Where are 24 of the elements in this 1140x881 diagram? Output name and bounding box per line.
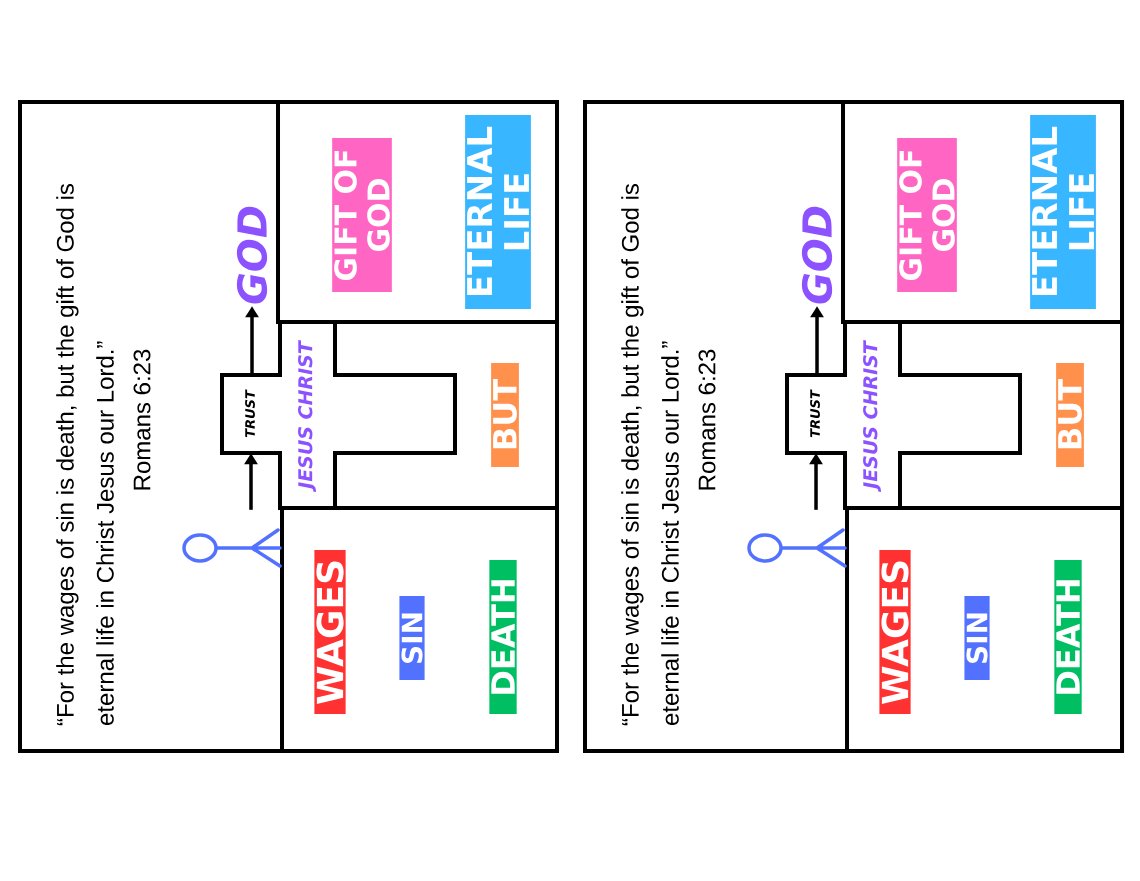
verse-text: “For the wages of sin is death, but the gift of God is eternal life in Christ Jesus our Lord.”: [56, 184, 114, 726]
highlighted-label: SIN: [964, 596, 990, 680]
highlighted-label: DEATH: [489, 560, 517, 714]
highlighted-label: ETERNAL LIFE: [465, 115, 531, 309]
highlighted-label: GIFT OF GOD: [897, 138, 957, 292]
highlighted-label: ETERNAL LIFE: [1030, 115, 1096, 309]
trust-label: TRUST: [245, 389, 255, 438]
highlighted-label: BUT: [1056, 363, 1084, 467]
god-label: GOD: [801, 206, 833, 304]
highlighted-label: WAGES: [314, 550, 346, 714]
reference-text: Romans 6:23: [133, 349, 151, 490]
name-label: JESUS CHRIST: [298, 339, 316, 492]
god-label: GOD: [236, 206, 268, 304]
trust-label: TRUST: [810, 389, 820, 438]
highlighted-label: GIFT OF GOD: [332, 138, 392, 292]
reference-text: Romans 6:23: [698, 349, 716, 490]
person-figure: [747, 528, 847, 568]
highlighted-label: SIN: [399, 596, 425, 680]
highlighted-label: WAGES: [879, 550, 911, 714]
highlighted-label: DEATH: [1054, 560, 1082, 714]
name-label: JESUS CHRIST: [863, 339, 881, 492]
verse-text: “For the wages of sin is death, but the gift of God is eternal life in Christ Jesus our Lord.”: [621, 184, 679, 726]
highlighted-label: BUT: [491, 363, 519, 467]
person-figure: [182, 528, 282, 568]
